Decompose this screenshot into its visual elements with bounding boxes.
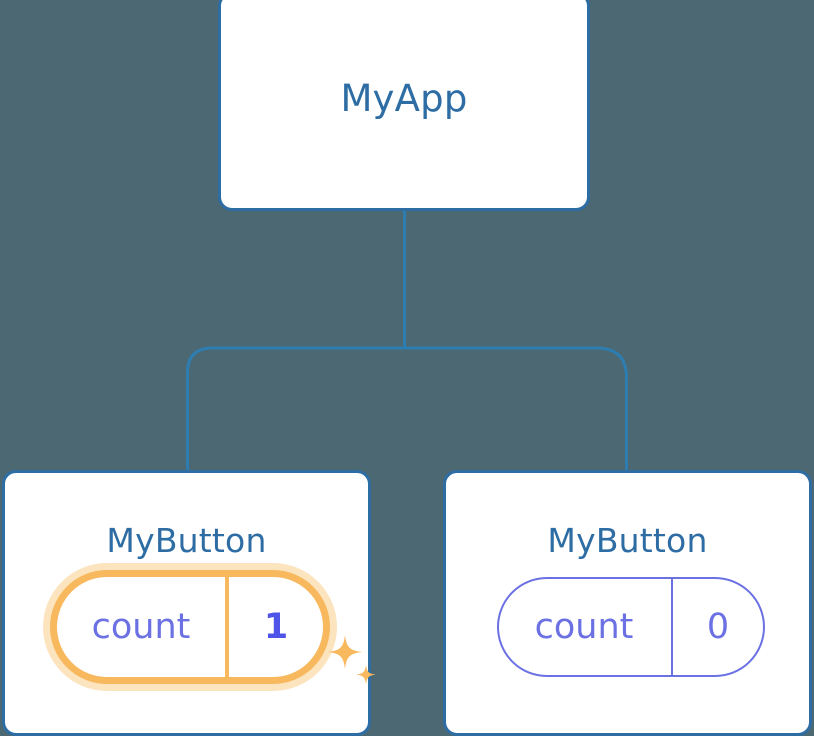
state-pill-count-updated[interactable]: count 1: [50, 570, 330, 684]
sparkle-small-icon: [356, 665, 376, 685]
state-key: count: [57, 577, 229, 677]
state-key: count: [499, 579, 673, 675]
state-pill-container: count 1: [5, 559, 376, 691]
connector-children-bus: [186, 346, 628, 474]
component-card-mybutton-left[interactable]: MyButton count 1: [2, 470, 376, 736]
state-pill-count[interactable]: count 0: [497, 577, 765, 677]
component-title: MyApp: [340, 77, 468, 120]
component-card-mybutton-right[interactable]: MyButton count 0: [443, 470, 812, 736]
state-pill-container: count 0: [446, 559, 809, 689]
component-title: MyButton: [547, 521, 708, 560]
component-card-myapp[interactable]: MyApp: [218, 0, 590, 211]
state-value: 0: [706, 607, 730, 647]
state-value: 1: [263, 607, 289, 647]
component-title: MyButton: [106, 521, 267, 560]
